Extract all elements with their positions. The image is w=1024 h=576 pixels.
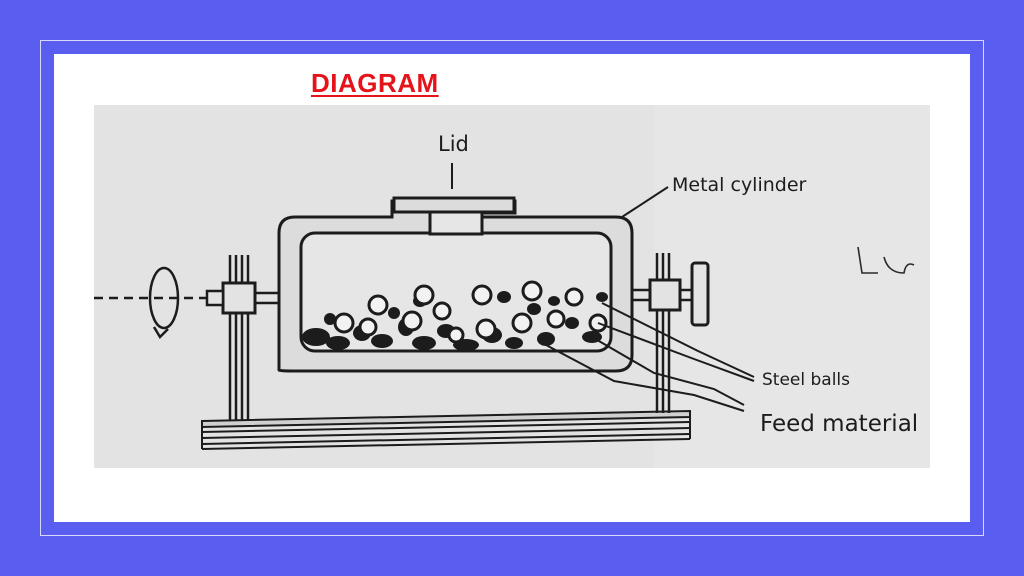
slide-frame-border — [40, 40, 984, 536]
ball-mill-drawing: Lid Metal cylinder Steel balls Feed mate… — [94, 105, 930, 468]
right-stand — [630, 253, 710, 413]
steel-balls-leader-2 — [601, 302, 755, 378]
feed-material-leader-1 — [545, 344, 745, 412]
leader-lines — [451, 163, 755, 412]
metal-cylinder-leader — [621, 186, 669, 218]
lid — [392, 196, 516, 236]
diagram-heading: DIAGRAM — [311, 68, 439, 98]
ball-mill-svg: Lid Metal cylinder Steel balls Feed mate… — [94, 105, 930, 468]
pen-scribble — [857, 246, 915, 274]
rotation-arrow-icon — [94, 266, 206, 340]
left-stand — [205, 255, 280, 421]
steel-balls-leader-1 — [597, 322, 755, 382]
steel-balls — [333, 280, 608, 344]
feed-material-label: Feed material — [760, 411, 918, 437]
base-plank — [201, 409, 691, 450]
steel-balls-label: Steel balls — [762, 370, 850, 390]
metal-cylinder-label: Metal cylinder — [672, 174, 807, 196]
feed-material-leader-2 — [591, 336, 745, 406]
lid-label: Lid — [438, 132, 469, 156]
